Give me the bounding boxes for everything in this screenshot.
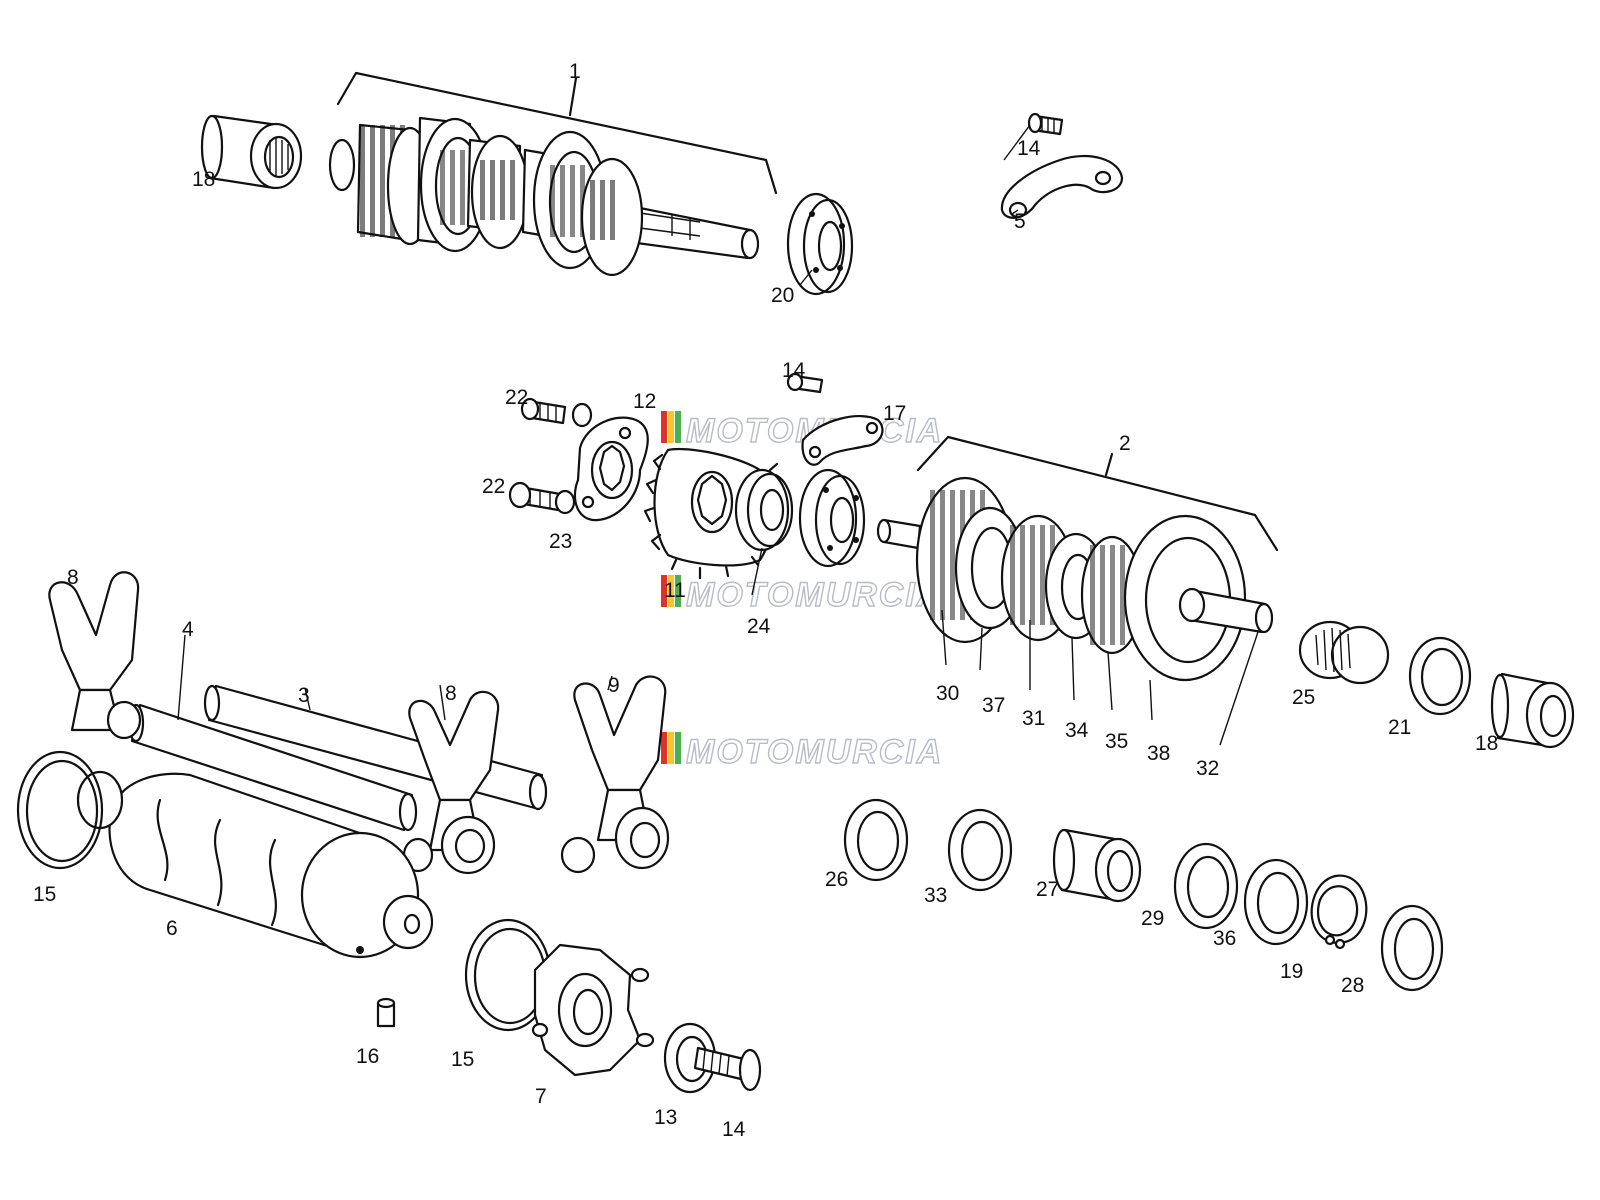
callout-37: 37 <box>982 694 1005 717</box>
shift-fork-9 <box>560 675 670 874</box>
callout-31: 31 <box>1022 707 1045 730</box>
callout-19: 19 <box>1280 960 1303 983</box>
callout-24: 24 <box>747 615 771 638</box>
callout-3: 3 <box>298 684 310 707</box>
washer-28 <box>1380 904 1444 992</box>
washer-29 <box>1173 842 1239 930</box>
callout-15-bottom: 15 <box>451 1048 474 1071</box>
primary-shaft-bracket <box>336 71 778 195</box>
callout-25: 25 <box>1292 686 1315 709</box>
o-ring-15-left <box>16 750 104 870</box>
callout-34: 34 <box>1065 719 1089 742</box>
callout-26: 26 <box>825 868 848 891</box>
callout-32: 32 <box>1196 757 1219 780</box>
needle-bearing-18-right <box>1490 672 1575 749</box>
screw-22-lower <box>508 481 576 515</box>
watermark-text-2: MOTOMURCIA <box>686 576 943 614</box>
sprocket-plate-12 <box>573 416 649 522</box>
callout-18-right: 18 <box>1475 732 1498 755</box>
callout-13: 13 <box>654 1106 677 1129</box>
washer-36 <box>1243 858 1309 946</box>
leader-lines <box>177 124 1259 746</box>
callout-21: 21 <box>1388 716 1411 739</box>
callout-23: 23 <box>549 530 572 553</box>
shift-fork-8-right <box>402 690 500 875</box>
callout-20: 20 <box>771 284 794 307</box>
callout-4: 4 <box>182 618 194 641</box>
screw-14-middle <box>786 372 824 394</box>
thrust-washer-21 <box>1408 636 1472 716</box>
screw-22-upper <box>520 397 593 428</box>
shift-fork-8-left <box>48 571 142 740</box>
watermark-logo-2: MOTOMURCIA <box>661 575 943 615</box>
callout-35: 35 <box>1105 730 1128 753</box>
secondary-shaft <box>876 476 1274 682</box>
callout-8-right: 8 <box>445 682 457 705</box>
callout-2: 2 <box>1119 432 1131 455</box>
watermark-logo-3: MOTOMURCIA <box>661 732 943 772</box>
screw-14-top-right <box>1027 112 1064 136</box>
ball-bearing-secondary <box>798 468 866 568</box>
callout-5: 5 <box>1014 210 1026 233</box>
callout-labels: 1 2 3 4 5 6 7 8 8 9 11 12 13 14 14 14 15… <box>33 60 1498 1141</box>
callout-8-left: 8 <box>67 566 79 589</box>
oil-seal-24 <box>734 468 794 552</box>
star-cam-7 <box>531 943 655 1077</box>
callout-17: 17 <box>883 402 906 425</box>
callout-27: 27 <box>1036 878 1059 901</box>
callout-14-bottom: 14 <box>722 1118 746 1141</box>
callout-1: 1 <box>569 60 581 83</box>
callout-36: 36 <box>1213 927 1236 950</box>
washer-33 <box>947 808 1013 892</box>
bearing-retainer-17 <box>801 415 884 466</box>
callout-18-top: 18 <box>192 168 215 191</box>
retaining-plate-5 <box>1000 154 1124 219</box>
needle-bearing-25 <box>1298 620 1390 685</box>
callout-28: 28 <box>1341 974 1364 997</box>
callout-15-left: 15 <box>33 883 56 906</box>
callout-11: 11 <box>664 579 686 602</box>
washer-26 <box>843 798 909 882</box>
callout-7: 7 <box>535 1085 547 1108</box>
ball-bearing-20 <box>786 192 854 296</box>
callout-12: 12 <box>633 390 656 413</box>
selector-drum-6 <box>76 770 434 959</box>
callout-30: 30 <box>936 682 959 705</box>
needle-bearing-18-top <box>200 114 303 190</box>
callout-33: 33 <box>924 884 947 907</box>
bushing-27 <box>1052 828 1142 903</box>
callout-14-top: 14 <box>1017 137 1041 160</box>
callout-38: 38 <box>1147 742 1170 765</box>
primary-shaft <box>328 116 760 277</box>
callout-14-middle: 14 <box>782 359 806 382</box>
circlip-19 <box>1310 874 1368 950</box>
watermark-text-3: MOTOMURCIA <box>686 733 943 771</box>
callout-9: 9 <box>608 674 620 697</box>
callout-29: 29 <box>1141 907 1164 930</box>
screw-14-bottom <box>693 1046 762 1092</box>
pin-16 <box>376 997 396 1028</box>
callout-22-upper: 22 <box>505 386 528 409</box>
secondary-shaft-bracket <box>916 435 1279 552</box>
callout-16: 16 <box>356 1045 379 1068</box>
callout-6: 6 <box>166 917 178 940</box>
callout-22-lower: 22 <box>482 475 505 498</box>
